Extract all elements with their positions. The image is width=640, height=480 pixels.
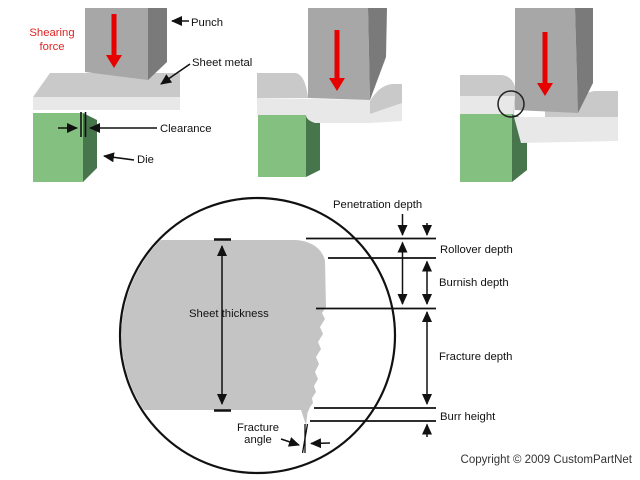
die-front-face xyxy=(460,114,512,182)
penetration-depth-label: Penetration depth xyxy=(333,199,422,211)
stage-2-penetration xyxy=(257,8,402,177)
shearing-force-label-line2: force xyxy=(39,41,64,53)
punch-side-face xyxy=(575,8,593,113)
shearing-force-arrow-stage3 xyxy=(537,32,553,96)
fracture-angle-indicator xyxy=(280,423,331,454)
sheet-thickness-dimension xyxy=(214,238,231,412)
die-label: Die xyxy=(137,154,154,166)
sheet-thickness-label: Sheet thickness xyxy=(189,308,269,320)
sheet-front-face xyxy=(257,98,370,123)
sheet-top-face-left xyxy=(257,73,308,98)
shearing-force-label-line1: Shearing xyxy=(29,27,74,39)
burnish-depth-label: Burnish depth xyxy=(439,277,509,289)
shearing-force-arrow-stage2 xyxy=(329,30,345,91)
clearance-gap-lines xyxy=(80,112,87,137)
sheet-front-face xyxy=(460,96,515,114)
die-front-face xyxy=(258,115,306,177)
sheet-metal-stage1 xyxy=(33,73,180,97)
sheet-metal-label: Sheet metal xyxy=(192,57,252,69)
fracture-angle-label-line2: angle xyxy=(244,434,272,446)
slug-front-face xyxy=(514,117,618,143)
die-side-face xyxy=(306,115,320,177)
sheet-top-face-right xyxy=(370,84,402,114)
sheet-front-face xyxy=(33,97,180,110)
shearing-force-arrow-stage1 xyxy=(106,14,122,68)
fracture-angle-label-line1: Fracture xyxy=(237,422,279,434)
burr-height-label: Burr height xyxy=(440,411,496,423)
sheared-edge-detail: Penetration depth Rollover depth Burnish… xyxy=(118,196,513,475)
edge-cross-section xyxy=(121,240,326,425)
die-stage1 xyxy=(33,113,83,182)
magnifier-circle xyxy=(118,196,397,475)
depth-reference-lines xyxy=(306,237,436,422)
clearance-label: Clearance xyxy=(160,123,212,135)
rollover-depth-label: Rollover depth xyxy=(440,244,513,256)
stage-3-fracture xyxy=(460,8,618,182)
die-front-face xyxy=(33,113,83,182)
sheet-front-face-right xyxy=(370,103,402,123)
stage-1-punch-contact: Shearing force Punch Sheet metal Clearan… xyxy=(29,8,252,182)
edge-detail-callout-circle xyxy=(497,90,525,118)
copyright-text: Copyright © 2009 CustomPartNet xyxy=(461,454,633,466)
dimension-arrows xyxy=(397,214,432,437)
fracture-depth-label: Fracture depth xyxy=(439,351,512,363)
die-pointer-arrow xyxy=(103,152,135,163)
punch-label: Punch xyxy=(191,17,223,29)
punch-side-face xyxy=(148,8,167,80)
sheet-metal-pointer-arrow xyxy=(160,63,191,85)
punch-side-face xyxy=(368,8,387,100)
sheet-top-face xyxy=(33,73,180,97)
